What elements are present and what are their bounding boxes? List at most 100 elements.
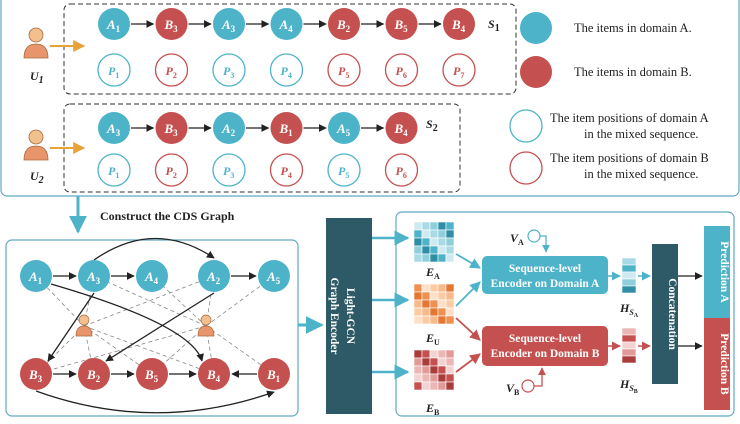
embedding-label-eb: EB: [425, 401, 440, 417]
position-node-label: P5: [338, 164, 349, 180]
matrix-cell: [421, 299, 431, 309]
matrix-cell: [429, 357, 439, 367]
item-node: [328, 112, 360, 144]
matrix-cell: [421, 291, 431, 301]
position-node: [442, 53, 476, 87]
matrix-cell: [445, 221, 455, 231]
matrix-cell: [429, 245, 439, 255]
matrix-cell: [421, 349, 431, 359]
seq-encoder-b-line2: Encoder on Domain B: [491, 348, 600, 360]
item-node: [213, 8, 245, 40]
user-head-icon: [28, 27, 44, 43]
matrix-cell: [413, 357, 423, 367]
matrix-cell: [429, 365, 439, 375]
vector-label-va: VA: [510, 231, 524, 247]
item-node: [213, 112, 245, 144]
matrix-cell: [429, 237, 439, 247]
matrix-cell: [421, 357, 431, 367]
matrix-cell: [437, 221, 447, 231]
graph-node-label: A1: [28, 269, 43, 286]
position-node: [269, 153, 304, 187]
sequence-box-s1: [63, 3, 517, 95]
eu-to-enc-a: [455, 281, 481, 307]
item-node: [443, 8, 475, 40]
item-node-label: B2: [336, 17, 351, 34]
seq-encoder-a-line1: Sequence-level: [509, 263, 581, 275]
embedding-matrix-u: [413, 283, 455, 325]
matrix-cell: [413, 237, 423, 247]
matrix-cell: [429, 307, 439, 317]
seq-encoder-a-line2: Encoder on Domain A: [491, 278, 600, 290]
encoder-label-line2: Graph Encoder: [328, 278, 340, 355]
item-node: [385, 8, 418, 40]
user-item-dashed-edge: [35, 325, 207, 375]
position-node-label: P2: [166, 164, 177, 180]
position-node: [269, 53, 304, 87]
item-node: [98, 112, 130, 144]
matrix-cell: [437, 349, 447, 359]
vector-vb-icon: [521, 379, 535, 393]
matrix-cell: [445, 283, 455, 293]
matrix-cell: [445, 349, 455, 359]
matrix-cell: [445, 253, 455, 263]
prediction-b-label: Prediction B: [718, 333, 730, 395]
user-icon-u2: [23, 129, 49, 161]
ea-to-enc-a: [455, 253, 481, 269]
seq-encoder-b-line1: Sequence-level: [509, 333, 581, 345]
graph-node-label: A3: [86, 269, 101, 286]
position-node: [327, 153, 361, 187]
graph-node-label: A5: [266, 269, 281, 286]
matrix-cell: [437, 237, 447, 247]
prediction-b-block: [704, 318, 730, 410]
matrix-cell: [421, 221, 431, 231]
item-node-label: B4: [394, 121, 409, 138]
matrix-cell: [437, 373, 447, 383]
matrix-cell: [445, 229, 455, 239]
position-node: [97, 153, 131, 187]
matrix-cell: [421, 237, 431, 247]
graph-panel: [5, 239, 299, 417]
matrix-cell: [429, 299, 439, 309]
graph-node: [198, 358, 230, 390]
lightgcn-encoder: [326, 218, 372, 414]
position-node: [327, 53, 361, 87]
vector-cell: [621, 264, 637, 273]
item-node: [270, 112, 303, 144]
matrix-cell: [413, 245, 423, 255]
item-node-label: A4: [279, 17, 294, 34]
eb-to-enc-b: [455, 353, 481, 373]
right-panel: [395, 211, 735, 417]
matrix-cell: [429, 315, 439, 325]
legend-pos-a-line1: The item positions of domain A: [550, 111, 709, 125]
matrix-cell: [437, 365, 447, 375]
user-label-u1: U1: [30, 69, 44, 86]
graph-node: [258, 260, 290, 292]
matrix-cell: [413, 381, 423, 391]
matrix-cell: [437, 307, 447, 317]
prediction-a-block: [704, 226, 730, 318]
legend-swatch-pos-a: [509, 109, 543, 143]
matrix-cell: [429, 229, 439, 239]
item-node-label: B3: [164, 17, 179, 34]
item-node-label: B4: [451, 17, 466, 34]
eu-to-enc-b: [455, 317, 481, 341]
matrix-cell: [445, 315, 455, 325]
item-node: [270, 8, 303, 40]
vector-cell: [621, 327, 637, 336]
matrix-cell: [421, 373, 431, 383]
graph-edge: [93, 237, 215, 261]
graph-node: [20, 260, 52, 292]
position-node-label: P5: [338, 64, 349, 80]
construct-label: Construct the CDS Graph: [100, 209, 235, 223]
graph-edge: [50, 283, 204, 362]
matrix-cell: [445, 357, 455, 367]
matrix-cell: [445, 291, 455, 301]
graph-node-label: A2: [206, 269, 221, 286]
matrix-cell: [413, 315, 423, 325]
graph-node: [136, 260, 168, 292]
